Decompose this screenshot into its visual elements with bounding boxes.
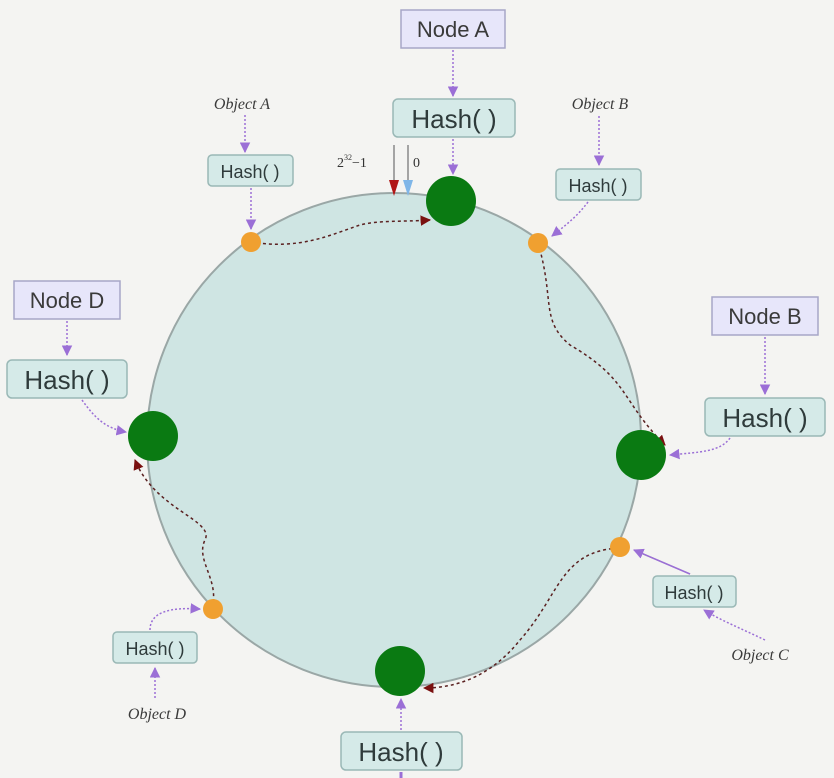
object-b-label: Object B [572, 96, 629, 113]
object-c-label: Object C [731, 647, 789, 664]
node-b-point [616, 430, 666, 480]
mapping-arrow-object-b [537, 242, 666, 446]
node-a-hash: Hash( ) [411, 104, 496, 134]
mapping-arrow-object-a [250, 215, 432, 246]
node-d-hash: Hash( ) [24, 365, 109, 395]
object-a-label: Object A [214, 96, 270, 113]
ring-origin-marker: 232−1 0 [337, 145, 420, 196]
node-b-label: Node B [728, 304, 801, 329]
node-c-point [375, 646, 425, 696]
object-a-point [241, 232, 261, 252]
object-c-group: Hash( ) Object C [633, 548, 789, 664]
object-c-hash: Hash( ) [664, 583, 723, 603]
object-d-group: Hash( ) Object D [112, 603, 202, 723]
node-b-group: Node B Hash( ) [668, 296, 826, 460]
object-d-hash: Hash( ) [125, 639, 184, 659]
object-b-point [528, 233, 548, 253]
object-b-group: Object B Hash( ) [551, 96, 642, 237]
object-b-hash: Hash( ) [568, 176, 627, 196]
mapping-arrow-object-d [133, 459, 215, 609]
ring-zero-label: 0 [413, 156, 420, 171]
object-d-label: Object D [128, 706, 187, 723]
node-c-group: Hash( ) [340, 697, 463, 778]
node-a-group: Node A Hash( ) [392, 9, 516, 176]
node-c-hash: Hash( ) [358, 737, 443, 767]
object-d-point [203, 599, 223, 619]
node-b-hash: Hash( ) [722, 403, 807, 433]
mapping-arrow-object-c [422, 547, 619, 694]
ring-max-label: 232−1 [337, 153, 367, 171]
node-a-label: Node A [417, 17, 489, 42]
node-a-point [426, 176, 476, 226]
node-d-group: Node D Hash( ) [6, 280, 128, 436]
node-d-label: Node D [30, 288, 105, 313]
object-a-group: Object A Hash( ) [207, 96, 294, 231]
object-c-point [610, 537, 630, 557]
node-d-point [128, 411, 178, 461]
object-a-hash: Hash( ) [220, 162, 279, 182]
